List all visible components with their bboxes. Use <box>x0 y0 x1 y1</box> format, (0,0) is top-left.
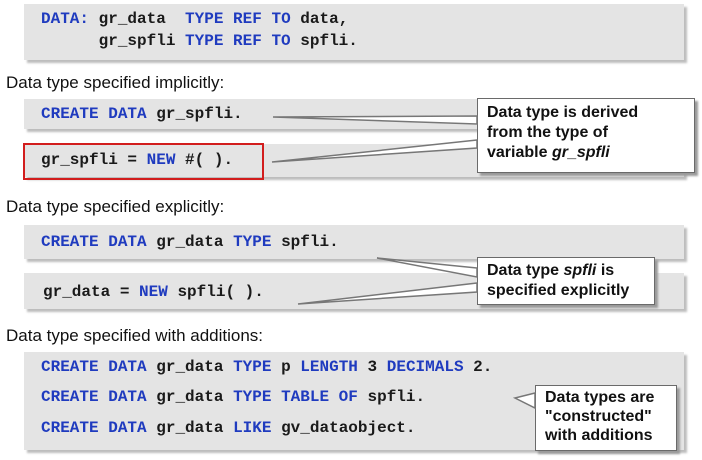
explicit-statement-2: gr_data = NEW spfli( ). <box>43 283 264 301</box>
keyword: CREATE DATA <box>41 419 147 437</box>
code-text: data, <box>300 10 349 28</box>
callout-line: "constructed" <box>545 408 652 425</box>
keyword: TYPE <box>233 358 272 376</box>
code-text: spfli. <box>367 388 426 406</box>
callout-line: specified explicitly <box>487 282 630 299</box>
callout-line: Data types are <box>545 389 655 406</box>
additions-statement-1: CREATE DATA gr_data TYPE p LENGTH 3 DECI… <box>41 358 492 376</box>
code-text: p <box>281 358 291 376</box>
keyword: CREATE DATA <box>41 358 147 376</box>
variable: gr_data <box>156 358 224 376</box>
variable: gr_data <box>156 388 224 406</box>
callout-line: Data type is derived <box>487 104 639 121</box>
keyword: NEW <box>146 151 176 169</box>
declaration-line-2: gr_spfli TYPE REF TO spfli. <box>41 32 358 50</box>
callout-line: from the type of <box>487 124 608 141</box>
code-text: 3 <box>367 358 378 376</box>
variable: gr_spfli <box>98 32 176 50</box>
pointer-implicit-2 <box>271 139 478 163</box>
keyword: TYPE TABLE OF <box>233 388 358 406</box>
keyword: LIKE <box>233 419 272 437</box>
callout-line: Data type spfli is <box>487 261 654 281</box>
callout-text: is <box>600 262 615 279</box>
callout-text: variable <box>487 144 548 161</box>
additions-statement-2: CREATE DATA gr_data TYPE TABLE OF spfli. <box>41 388 425 406</box>
callout-variable: spfli <box>563 262 597 279</box>
declaration-line-1: DATA: gr_data TYPE REF TO data, <box>41 10 348 28</box>
callout-explicit: Data type spfli is specified explicitly <box>477 257 655 305</box>
keyword: CREATE DATA <box>41 233 147 251</box>
keyword: TYPE REF TO <box>185 32 291 50</box>
code-text: spfli( ). <box>177 283 264 301</box>
keyword: CREATE DATA <box>41 388 147 406</box>
additions-statement-3: CREATE DATA gr_data LIKE gv_dataobject. <box>41 419 416 437</box>
callout-additions: Data types are "constructed" with additi… <box>535 385 677 451</box>
keyword: NEW <box>139 283 168 301</box>
explicit-statement-1: CREATE DATA gr_data TYPE spfli. <box>41 233 339 251</box>
keyword: TYPE <box>233 233 272 251</box>
keyword: DATA: <box>41 10 90 28</box>
variable: gr_data <box>98 10 166 28</box>
code-text: #( ). <box>185 151 234 169</box>
callout-variable: gr_spfli <box>551 144 610 161</box>
keyword: DECIMALS <box>386 358 464 376</box>
heading-explicit: Data type specified explicitly: <box>6 197 225 216</box>
code-text: gv_dataobject. <box>281 419 416 437</box>
keyword: CREATE DATA <box>41 105 147 123</box>
variable: gr_data <box>156 233 224 251</box>
code-text: spfli. <box>300 32 358 50</box>
pointer-explicit-2 <box>297 282 478 305</box>
variable: gr_data <box>156 419 224 437</box>
heading-additions: Data type specified with additions: <box>6 326 264 345</box>
code-text: gr_data = <box>43 283 130 301</box>
code-text: gr_spfli. <box>156 105 243 123</box>
pointer-implicit-1 <box>272 115 478 125</box>
highlight-frame <box>23 143 264 180</box>
code-text: gr_spfli = <box>41 151 138 169</box>
code-text: 2. <box>473 358 493 376</box>
callout-line: with additions <box>545 427 653 444</box>
heading-implicit: Data type specified implicitly: <box>6 73 225 92</box>
callout-implicit: Data type is derived from the type of va… <box>477 98 695 173</box>
implicit-statement-1: CREATE DATA gr_spfli. <box>41 105 243 123</box>
explicit-code-box-1: CREATE DATA gr_data TYPE spfli. <box>24 225 684 259</box>
keyword: LENGTH <box>300 358 358 376</box>
implicit-statement-2: gr_spfli = NEW #( ). <box>41 151 233 169</box>
keyword: TYPE REF TO <box>185 10 291 28</box>
callout-line: variable gr_spfli <box>487 143 694 163</box>
pointer-additions <box>512 392 536 410</box>
pointer-explicit-1 <box>376 257 478 278</box>
callout-text: Data type <box>487 262 560 279</box>
declaration-code-box: DATA: gr_data TYPE REF TO data, gr_spfli… <box>24 4 684 60</box>
code-text: spfli. <box>281 233 339 251</box>
